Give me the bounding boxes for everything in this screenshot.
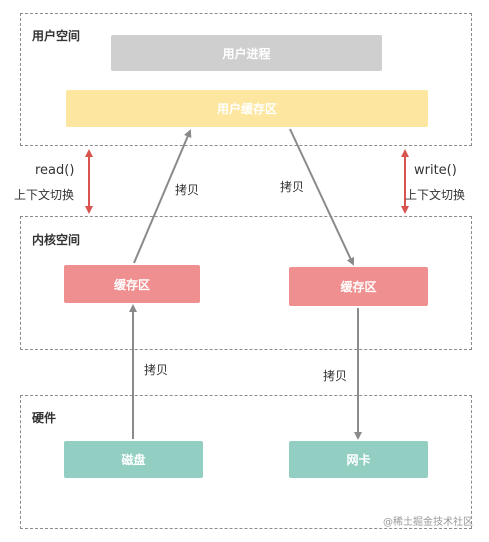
nic-box: 网卡 xyxy=(289,441,428,478)
copy-label-upper-left: 拷贝 xyxy=(175,183,200,197)
kernel-buffer-right-box: 缓存区 xyxy=(289,267,428,306)
kernel-space-region xyxy=(20,216,472,350)
context-switch-right-label: 上下文切换 xyxy=(405,188,466,202)
copy-label-lower-left: 拷贝 xyxy=(144,363,169,377)
copy-label-upper-right: 拷贝 xyxy=(280,180,305,194)
copy-label-lower-right: 拷贝 xyxy=(323,369,348,383)
disk-box: 磁盘 xyxy=(64,441,203,478)
read-call-label: read() xyxy=(35,163,75,178)
user-process-box: 用户进程 xyxy=(111,35,382,71)
context-switch-left-label: 上下文切换 xyxy=(14,188,75,202)
copy-arrow-user-to-kernel xyxy=(289,128,355,266)
write-call-label: write() xyxy=(414,163,457,178)
kernel-space-title: 内核空间 xyxy=(32,233,81,247)
hardware-title: 硬件 xyxy=(32,411,57,425)
watermark: @稀土掘金技术社区 xyxy=(383,517,473,528)
hardware-region xyxy=(20,395,472,529)
user-space-region xyxy=(20,13,472,146)
kernel-buffer-left-box: 缓存区 xyxy=(64,265,200,303)
copy-arrow-kernel-to-user xyxy=(133,129,192,264)
user-space-title: 用户空间 xyxy=(32,29,81,43)
user-buffer-box: 用户缓存区 xyxy=(66,90,428,127)
